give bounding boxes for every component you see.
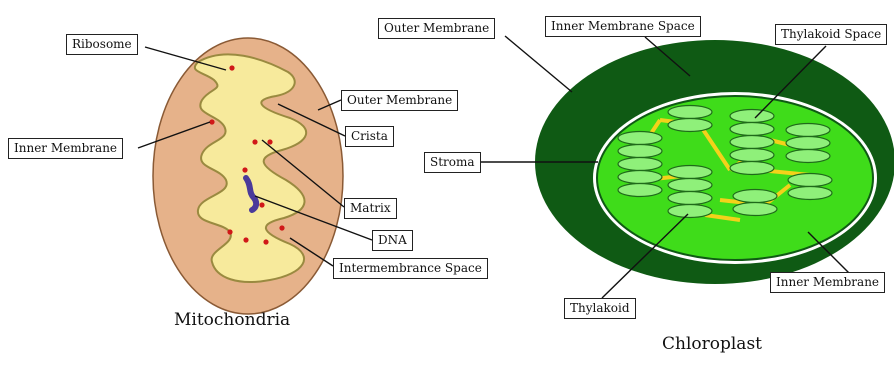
thylakoid-disc	[668, 106, 712, 119]
ribosome-dot	[209, 119, 214, 124]
label-mito-inner-membrane: Inner Membrane	[8, 138, 123, 159]
thylakoid-disc	[786, 124, 830, 137]
ribosome-dot	[279, 225, 284, 230]
label-dna: DNA	[372, 230, 413, 251]
ribosome-dot	[263, 239, 268, 244]
thylakoid-disc	[618, 158, 662, 171]
thylakoid-disc	[788, 187, 832, 200]
label-thylakoid-space: Thylakoid Space	[775, 24, 887, 45]
thylakoid-disc	[786, 137, 830, 150]
ribosome-dot	[243, 237, 248, 242]
ribosome-dot	[267, 139, 272, 144]
label-chloro-outer-membrane: Outer Membrane	[378, 18, 495, 39]
label-stroma: Stroma	[424, 152, 481, 173]
thylakoid-disc	[618, 184, 662, 197]
label-crista: Crista	[345, 126, 394, 147]
thylakoid-disc	[618, 132, 662, 145]
ribosome-dot	[242, 167, 247, 172]
ribosome-dot	[229, 65, 234, 70]
label-mito-outer-membrane: Outer Membrane	[341, 90, 458, 111]
thylakoid-disc	[730, 136, 774, 149]
thylakoid-disc	[733, 190, 777, 203]
thylakoid-disc	[668, 166, 712, 179]
thylakoid-disc	[668, 179, 712, 192]
label-intermembrane-space: Intermembrance Space	[333, 258, 488, 279]
ribosome-dot	[227, 229, 232, 234]
ribosome-dot	[252, 139, 257, 144]
thylakoid-disc	[730, 110, 774, 123]
ribosome-dot	[259, 202, 264, 207]
thylakoid-disc	[668, 192, 712, 205]
label-ribosome: Ribosome	[66, 34, 138, 55]
thylakoid-disc	[786, 150, 830, 163]
label-thylakoid: Thylakoid	[564, 298, 636, 319]
thylakoid-disc	[730, 149, 774, 162]
mitochondrion	[153, 38, 343, 314]
thylakoid-disc	[618, 171, 662, 184]
thylakoid-disc	[618, 145, 662, 158]
leader-chloro-outer-membrane	[505, 36, 572, 92]
label-chloro-inner-membrane: Inner Membrane	[770, 272, 885, 293]
label-inner-membrane-space: Inner Membrane Space	[545, 16, 701, 37]
caption-chloroplast: Chloroplast	[662, 334, 762, 354]
thylakoid-disc	[668, 119, 712, 132]
caption-mitochondria: Mitochondria	[174, 310, 290, 330]
thylakoid-disc	[733, 203, 777, 216]
thylakoid-disc	[788, 174, 832, 187]
thylakoid-disc	[730, 123, 774, 136]
thylakoid-disc	[730, 162, 774, 175]
thylakoid-disc	[668, 205, 712, 218]
label-matrix: Matrix	[344, 198, 397, 219]
